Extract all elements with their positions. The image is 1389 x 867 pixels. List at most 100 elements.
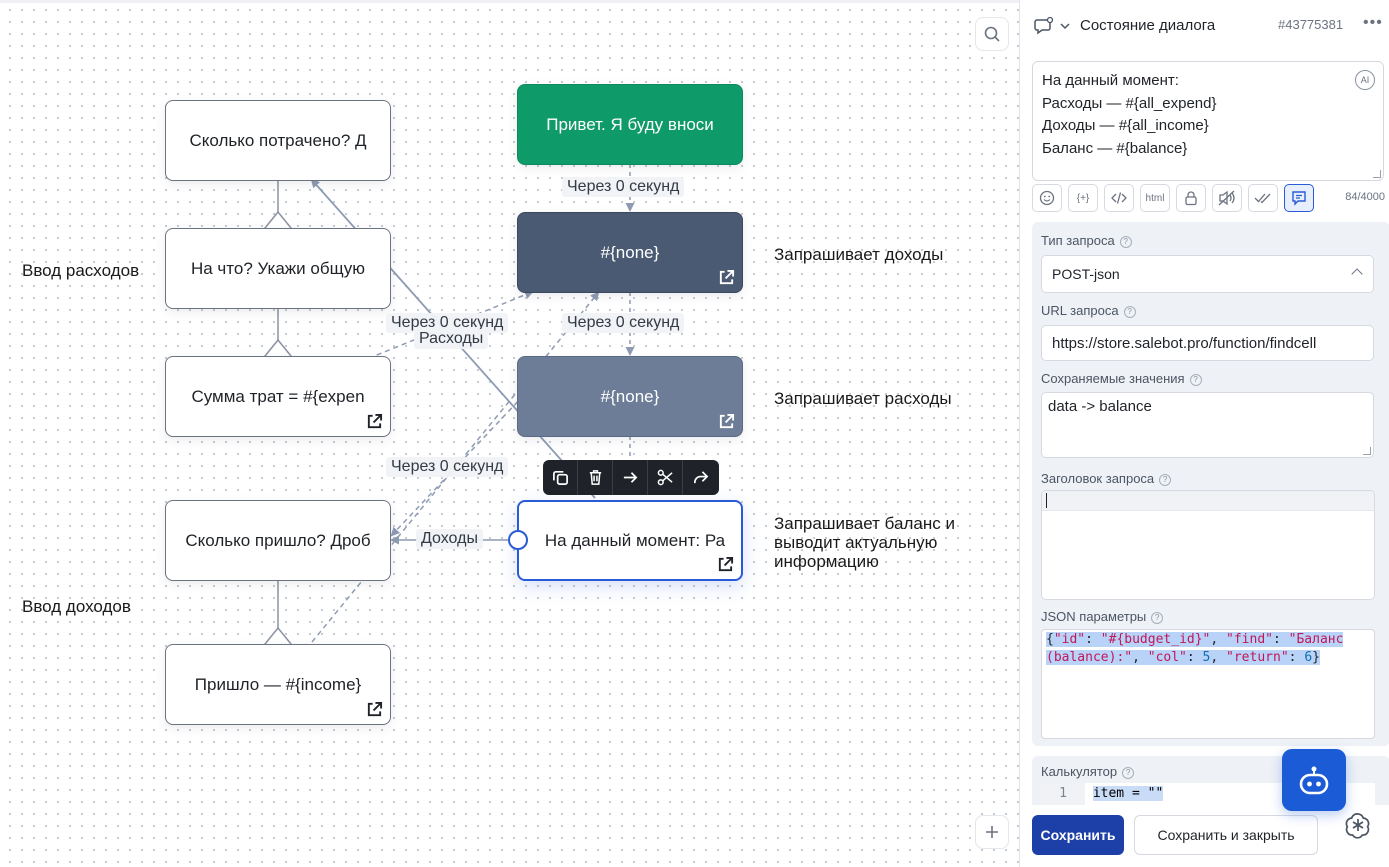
lock-button[interactable] [1176,184,1206,212]
node-none-income[interactable]: #{none} [517,212,743,293]
character-counter: 84/4000 [1345,191,1385,203]
connection-delay-label: Через 0 секунд [562,313,685,333]
help-icon[interactable]: ? [1159,473,1172,486]
resize-handle[interactable] [1363,447,1371,455]
external-link-icon[interactable] [366,701,383,718]
help-icon[interactable]: ? [1122,766,1135,779]
plus-icon [986,826,998,838]
cut-button[interactable] [648,460,683,495]
connect-button[interactable] [613,460,648,495]
json-token: "#{budget_id}" [1100,632,1211,647]
panel-footer: Сохранить Сохранить и закрыть [1020,805,1389,867]
copy-button[interactable] [543,460,578,495]
node-current-balance[interactable]: На данный момент: Ра [517,500,743,581]
calculator-label: Калькулятор? [1041,764,1135,779]
node-text: На что? Укажи общую [190,258,366,278]
node-spent[interactable]: Сколько потрачено? Д [165,100,391,181]
sound-off-icon [1218,190,1235,206]
note-line: Запрашивает баланс и [774,514,955,533]
code-text: item = "" [1092,786,1164,801]
read-receipt-button[interactable] [1248,184,1278,212]
node-text: Сколько потрачено? Д [189,130,367,150]
save-button[interactable]: Сохранить [1032,815,1124,855]
help-icon[interactable]: ? [1119,235,1132,248]
help-icon[interactable]: ? [1189,373,1202,386]
node-sum[interactable]: Сумма трат = #{expen [165,356,391,437]
json-token: } [1312,650,1320,665]
ai-assist-icon[interactable]: AI [1355,70,1375,90]
panel-header: Состояние диалога #43775381 ••• [1020,0,1389,50]
variable-button[interactable]: {+} [1068,184,1098,212]
canvas-search-button[interactable] [975,17,1009,51]
node-connection-handle[interactable] [508,530,528,550]
copy-icon [552,470,568,485]
share-button[interactable] [683,460,718,495]
canvas-add-button[interactable] [975,815,1009,849]
json-token: : [1273,632,1289,647]
node-none-expenses[interactable]: #{none} [517,356,743,437]
chevron-down-icon[interactable] [1060,21,1070,31]
request-url-input[interactable]: https://store.salebot.pro/function/findc… [1041,325,1374,361]
search-icon [984,26,1000,42]
emoji-button[interactable] [1032,184,1062,212]
node-hello[interactable]: Привет. Я буду вноси [517,84,743,165]
external-link-icon[interactable] [718,269,735,286]
note-expense-input: Ввод расходов [22,261,140,280]
node-came[interactable]: Сколько пришло? Дроб [165,500,391,581]
lock-icon [1185,191,1197,206]
request-type-select[interactable]: POST-json [1041,255,1374,293]
json-token: , [1210,650,1227,665]
request-header-input[interactable] [1041,490,1375,600]
emoji-icon [1039,190,1055,206]
node-text: Привет. Я буду вноси [546,114,714,134]
json-token: : [1288,650,1305,665]
note-line: выводит актуальную [774,533,938,552]
json-token: (balance):" [1046,650,1133,665]
chat-settings-icon[interactable] [1034,16,1054,36]
mute-button[interactable] [1212,184,1242,212]
json-token: , [1210,632,1227,647]
json-token: , [1132,650,1148,665]
help-icon[interactable]: ? [1151,611,1164,624]
bot-assistant-button[interactable] [1282,749,1346,811]
connection-income-label: Доходы [416,529,483,549]
message-text-input[interactable]: На данный момент: Расходы — #{all_expend… [1032,61,1384,181]
note-asks-balance: Запрашивает баланс и выводит актуальную … [774,514,955,571]
node-text: Сумма трат = #{expen [191,386,365,406]
connections-layer [264,164,635,662]
label-text: Тип запроса [1041,233,1115,248]
json-token: 6 [1304,650,1313,665]
message-line: Баланс — #{balance} [1042,139,1188,157]
message-line: На данный момент: [1042,72,1179,89]
json-params-editor[interactable]: {"id": "#{budget_id}", "find": "Баланс (… [1041,629,1375,739]
node-income[interactable]: Пришло — #{income} [165,644,391,725]
json-line: (balance):", "col": 5, "return": 6} [1046,649,1370,667]
code-icon [1111,192,1127,204]
message-line: Доходы — #{all_income} [1042,117,1209,134]
flow-canvas[interactable]: Сколько потрачено? Д На что? Укажи общую… [0,0,1019,867]
external-link-icon[interactable] [718,413,735,430]
save-and-close-button[interactable]: Сохранить и закрыть [1134,815,1318,855]
node-text: На данный момент: Ра [544,530,726,550]
line-number: 1 [1041,783,1085,805]
json-token: 5 [1202,650,1211,665]
comment-button[interactable] [1284,184,1314,212]
code-button[interactable] [1104,184,1134,212]
node-text: Пришло — #{income} [194,674,362,694]
delete-button[interactable] [578,460,613,495]
external-link-icon[interactable] [366,413,383,430]
message-format-toolbar: {+} html 84/4000 [1032,183,1387,213]
external-link-icon[interactable] [717,556,734,573]
resize-handle[interactable] [1373,170,1381,178]
panel-title: Состояние диалога [1080,17,1216,34]
label-text: Заголовок запроса [1041,471,1155,486]
saved-values-label: Сохраняемые значения? [1041,371,1202,386]
comment-icon [1292,191,1306,206]
node-on-what[interactable]: На что? Укажи общую [165,228,391,309]
label-text: Калькулятор [1041,764,1118,779]
more-menu-button[interactable]: ••• [1363,14,1383,31]
html-button[interactable]: html [1140,184,1170,212]
help-icon[interactable]: ? [1123,305,1136,318]
saved-values-input[interactable]: data -> balance [1041,392,1374,458]
openai-icon[interactable] [1343,810,1373,840]
